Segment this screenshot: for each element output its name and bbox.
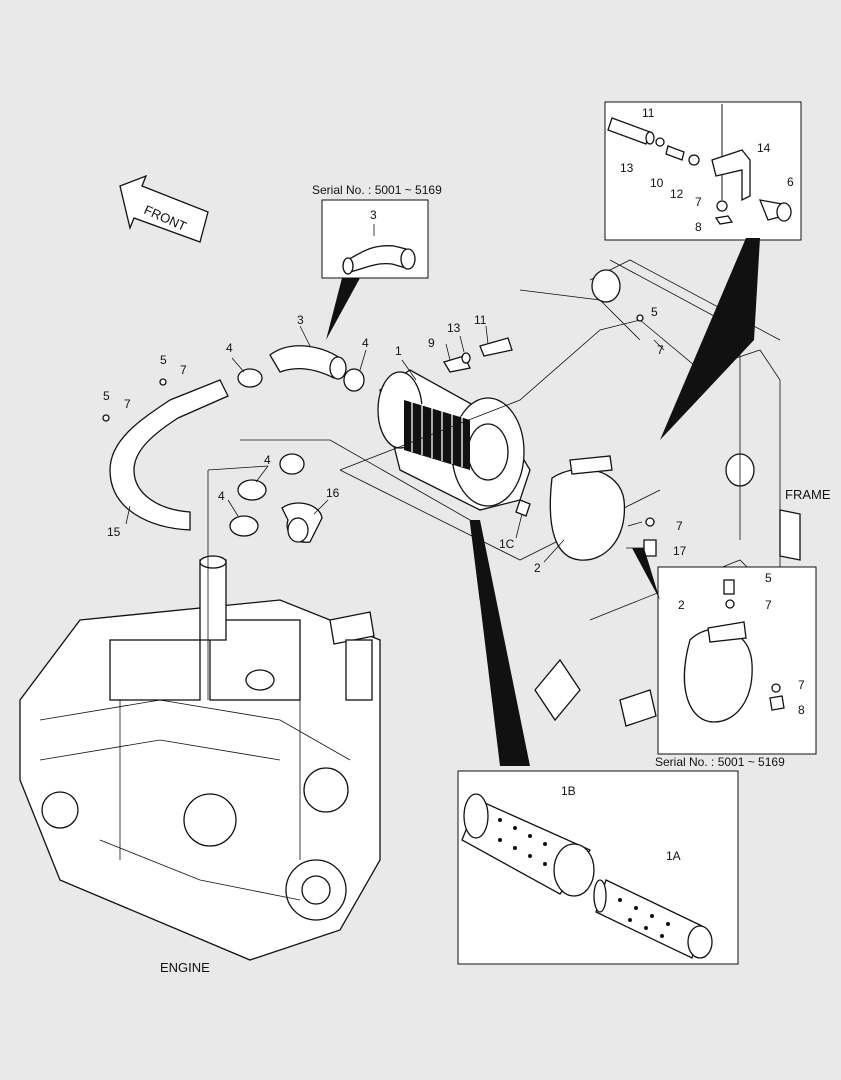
front-arrow: FRONT	[119, 174, 209, 243]
engine-label: ENGINE	[160, 960, 210, 975]
callout-1c: 1C	[499, 537, 515, 551]
callout-4-a: 4	[226, 341, 233, 355]
callout-4-b: 4	[362, 336, 369, 350]
callout-2-clamp: 2	[678, 598, 685, 612]
inset-mount-detail: 11 13 10 12 14 6 7 8	[604, 101, 802, 440]
callout-7-b: 7	[124, 397, 131, 411]
main-callouts: 1 1C 2 3 4 4 4 4 5 5 5 7 7 7 7 9 11 13 1…	[103, 305, 687, 575]
callout-8-inset: 8	[695, 220, 702, 234]
band-clamp	[549, 455, 657, 561]
callout-7-d: 7	[676, 519, 683, 533]
callout-14-inset: 14	[757, 141, 771, 155]
callout-15: 15	[107, 525, 121, 539]
callout-17: 17	[673, 544, 687, 558]
callout-8-clamp: 8	[798, 703, 805, 717]
inset-clamp-detail: 5 7 2 7 8 Serial No. : 5001 ~ 5169	[632, 548, 817, 769]
callout-5-a: 5	[160, 353, 167, 367]
callout-3: 3	[297, 313, 304, 327]
callout-7-a: 7	[180, 363, 187, 377]
callout-1a: 1A	[666, 849, 681, 863]
serial-label-bottom: Serial No. : 5001 ~ 5169	[655, 755, 785, 769]
callout-5-b: 5	[103, 389, 110, 403]
callout-5-clamp: 5	[765, 571, 772, 585]
filter-pointer	[470, 520, 530, 766]
callout-16: 16	[326, 486, 340, 500]
engine-assembly	[19, 555, 381, 961]
callout-1: 1	[395, 344, 402, 358]
callout-13-inset: 13	[620, 161, 634, 175]
callout-10-inset: 10	[650, 176, 664, 190]
callout-4-d: 4	[218, 489, 225, 503]
air-cleaner	[377, 337, 531, 517]
inset-filter-detail: 1B 1A	[457, 770, 739, 965]
leader-lines	[125, 325, 665, 700]
callout-11-inset: 11	[642, 106, 655, 120]
callout-2: 2	[534, 561, 541, 575]
callout-6-inset: 6	[787, 175, 794, 189]
callout-1b: 1B	[561, 784, 576, 798]
callout-13: 13	[447, 321, 461, 335]
callout-5-c: 5	[651, 305, 658, 319]
callout-7-clamp-bottom: 7	[798, 678, 805, 692]
inset-serial-hose: Serial No. : 5001 ~ 5169 3	[312, 183, 442, 340]
callout-7-c: 7	[657, 343, 664, 357]
serial-label-top: Serial No. : 5001 ~ 5169	[312, 183, 442, 197]
callout-11: 11	[474, 313, 487, 327]
callout-3-inset: 3	[370, 208, 377, 222]
frame-label: FRAME	[785, 487, 831, 502]
hose-assembly	[102, 314, 644, 543]
callout-7-inset: 7	[695, 195, 702, 209]
callout-12-inset: 12	[670, 187, 684, 201]
callout-9: 9	[428, 336, 435, 350]
callout-4-c: 4	[264, 453, 271, 467]
callout-7-clamp-top: 7	[765, 598, 772, 612]
